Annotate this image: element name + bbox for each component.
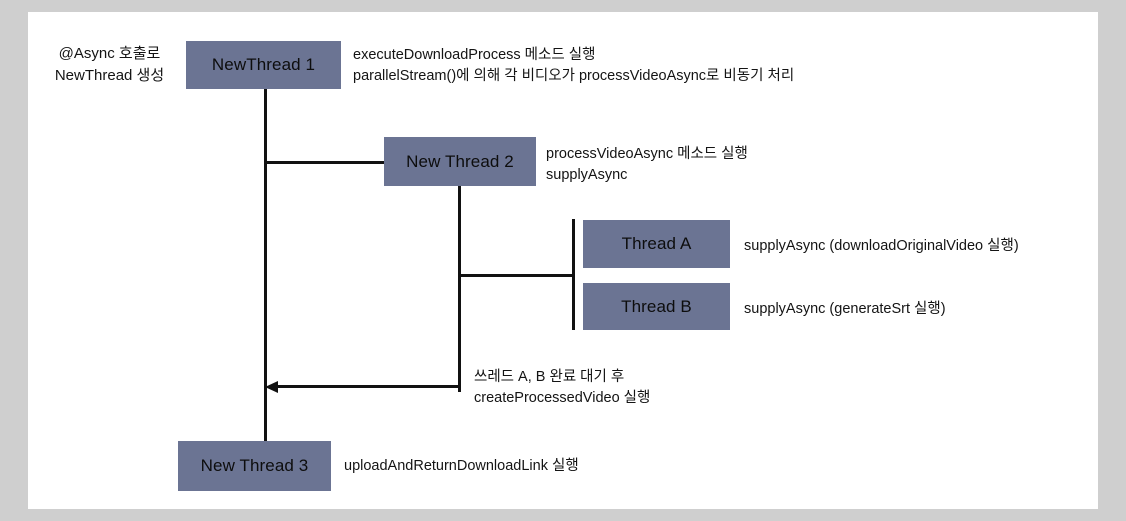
note-thread-a: supplyAsync (downloadOriginalVideo 실행) bbox=[744, 238, 1019, 254]
note-join: 쓰레드 A, B 완료 대기 후 createProcessedVideo 실행 bbox=[474, 369, 651, 407]
connector-join-return bbox=[271, 385, 460, 388]
box-thread2[interactable]: New Thread 2 bbox=[384, 137, 536, 186]
connector-thread1-trunk bbox=[264, 72, 267, 487]
box-thread1-label: NewThread 1 bbox=[211, 55, 316, 74]
box-thread3-label: New Thread 3 bbox=[200, 456, 309, 475]
connector-thread2-to-ab bbox=[458, 274, 575, 277]
note-thread2: processVideoAsync 메소드 실행 supplyAsync bbox=[546, 146, 748, 184]
box-thread-a-label: Thread A bbox=[621, 234, 692, 253]
connector-ab-bracket bbox=[572, 219, 575, 330]
box-thread-b[interactable]: Thread B bbox=[583, 283, 730, 330]
connector-thread1-to-thread2 bbox=[264, 161, 386, 164]
diagram-board: NewThread 1 New Thread 2 Thread A Thread… bbox=[28, 12, 1098, 509]
note-thread1: executeDownloadProcess 메소드 실행 parallelSt… bbox=[353, 47, 795, 85]
note-thread3: uploadAndReturnDownloadLink 실행 bbox=[344, 458, 579, 474]
note-thread-b: supplyAsync (generateSrt 실행) bbox=[744, 301, 946, 317]
join-arrow-head bbox=[265, 380, 278, 393]
box-thread3[interactable]: New Thread 3 bbox=[178, 441, 331, 491]
box-thread-a[interactable]: Thread A bbox=[583, 220, 730, 268]
box-thread1[interactable]: NewThread 1 bbox=[186, 41, 341, 89]
note-async-creation: @Async 호출로 NewThread 생성 bbox=[54, 45, 165, 84]
box-thread2-label: New Thread 2 bbox=[406, 151, 514, 171]
box-thread-b-label: Thread B bbox=[621, 296, 692, 316]
connector-thread2-trunk bbox=[458, 186, 461, 392]
